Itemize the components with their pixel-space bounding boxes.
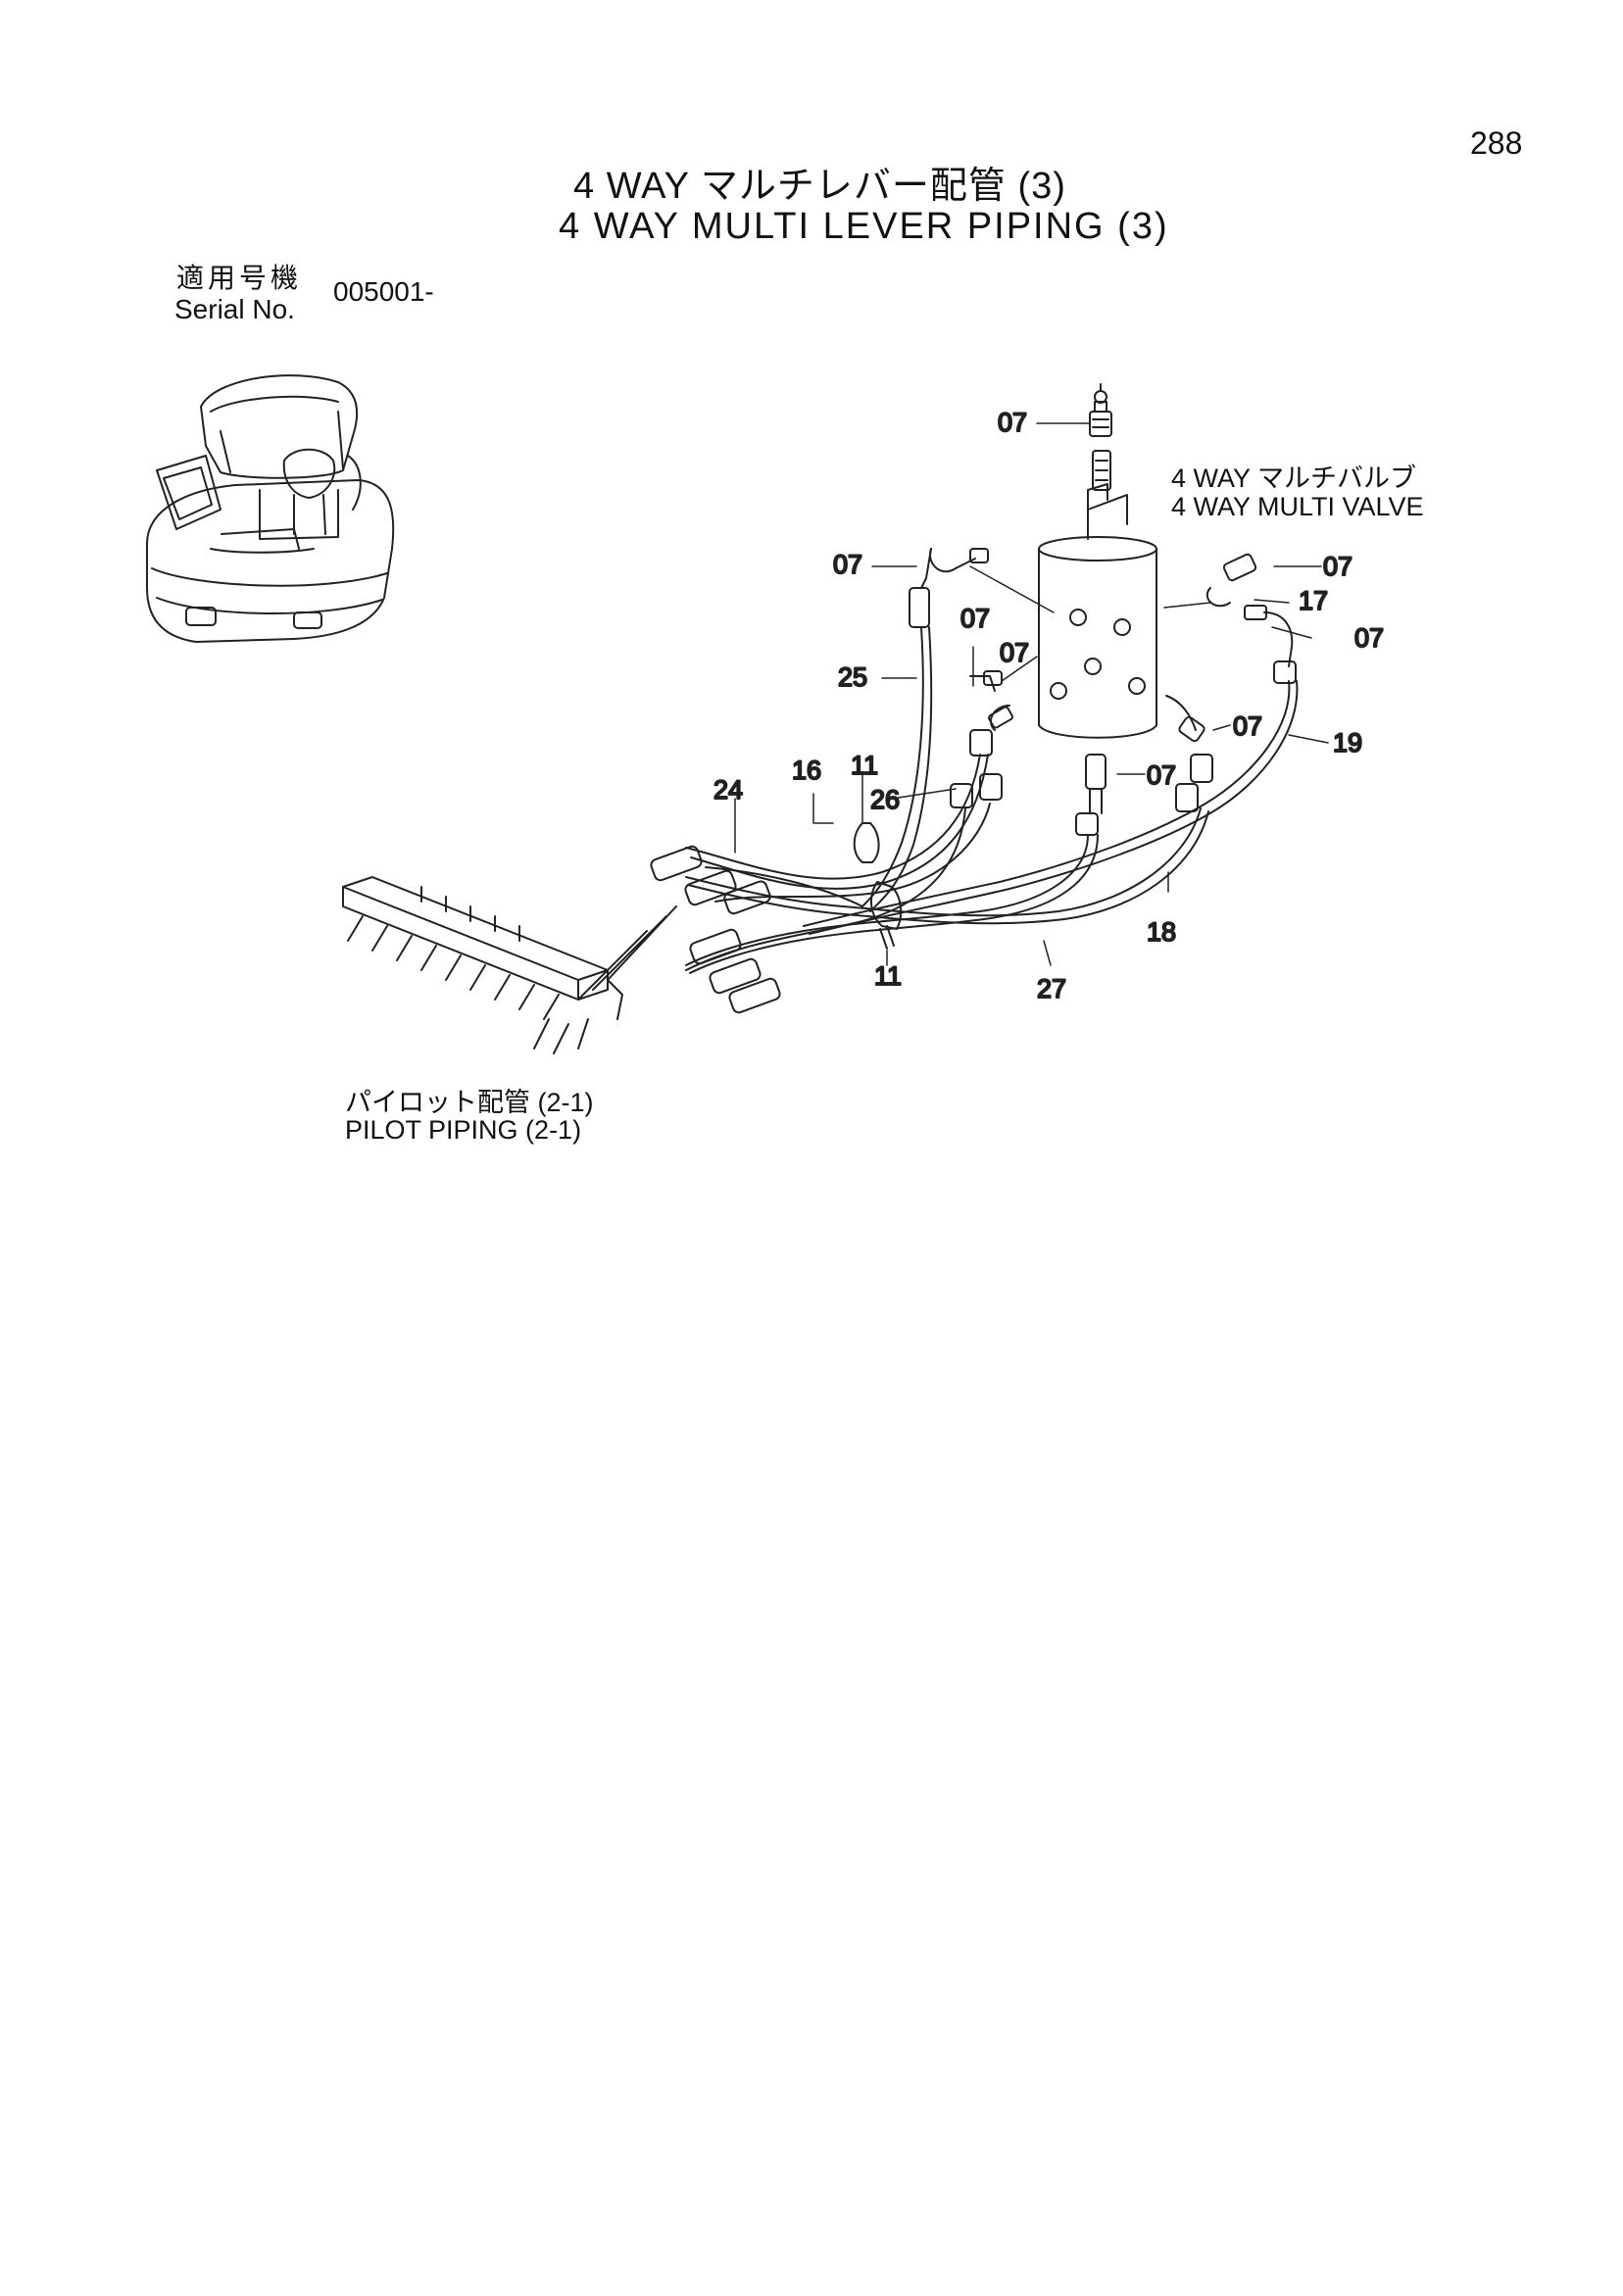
callout-11-upper: 11 xyxy=(851,751,878,780)
pilot-hoses xyxy=(685,626,1299,974)
pilot-piping-label-japanese: パイロット配管 (2-1) xyxy=(345,1088,594,1117)
callout-07-center-left: 07 xyxy=(960,604,990,633)
callout-07-left: 07 xyxy=(833,550,862,579)
pilot-manifold-block xyxy=(342,876,677,1054)
leader-lines xyxy=(734,422,1329,966)
callout-07-bottom: 07 xyxy=(1147,760,1176,790)
valve-label-japanese: 4 WAY マルチバルブ xyxy=(1171,464,1417,493)
callout-19: 19 xyxy=(1333,728,1362,757)
hose-clamps xyxy=(853,822,903,950)
callout-24: 24 xyxy=(713,775,743,805)
valve-fittings xyxy=(909,548,1297,836)
page-title-english: 4 WAY MULTI LEVER PIPING (3) xyxy=(559,206,1169,247)
page-title-japanese: 4 WAY マルチレバー配管 (3) xyxy=(573,166,1066,207)
callout-07-center: 07 xyxy=(1000,638,1029,667)
hose-couplers xyxy=(650,845,781,1014)
excavator-overview-illustration xyxy=(146,374,395,643)
callout-07-right: 07 xyxy=(1354,623,1384,653)
callout-26: 26 xyxy=(870,785,900,814)
multi-valve-body xyxy=(1038,383,1157,739)
callout-16: 16 xyxy=(792,756,821,785)
callout-07-right-upper: 07 xyxy=(1323,552,1352,581)
serial-number-value: 005001- xyxy=(333,276,434,307)
serial-label-japanese: 適用号機 xyxy=(176,263,303,293)
callout-11-lower: 11 xyxy=(874,961,902,991)
callout-27: 27 xyxy=(1037,974,1066,1003)
callout-18: 18 xyxy=(1147,917,1176,947)
valve-label-english: 4 WAY MULTI VALVE xyxy=(1171,492,1424,521)
callout-07-lower-right: 07 xyxy=(1233,711,1262,741)
callout-07-top: 07 xyxy=(998,408,1027,437)
callout-17: 17 xyxy=(1299,586,1328,615)
callout-25: 25 xyxy=(838,662,867,692)
page-number: 288 xyxy=(1470,125,1523,161)
pilot-piping-label-english: PILOT PIPING (2-1) xyxy=(345,1115,582,1145)
serial-label-english: Serial No. xyxy=(174,294,295,324)
